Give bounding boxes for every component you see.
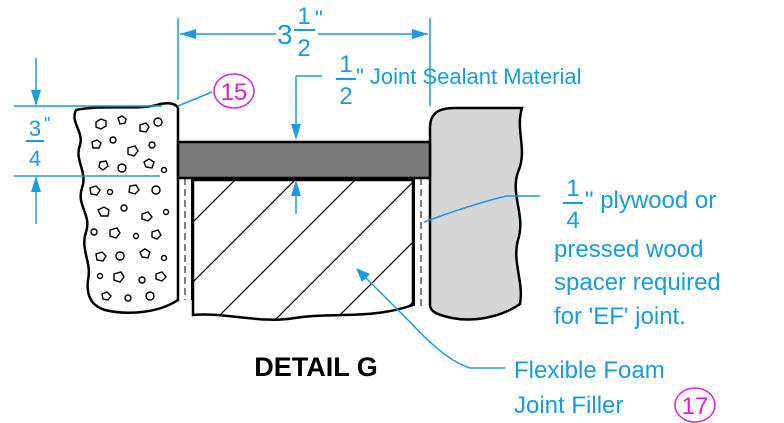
plywood-label-line: spacer required bbox=[554, 269, 721, 296]
callout-15-leader bbox=[177, 91, 213, 107]
callout-15-number: 15 bbox=[221, 79, 248, 106]
foam-label-line: Flexible Foam bbox=[514, 357, 665, 384]
right-spacer bbox=[413, 178, 422, 306]
depth-dim-denominator: 4 bbox=[29, 146, 41, 171]
foam-label-line: Joint Filler bbox=[514, 392, 623, 419]
depth-dim-unit: " bbox=[44, 114, 50, 134]
sealant-leader bbox=[291, 75, 322, 214]
plywood-label-line: pressed wood bbox=[554, 236, 703, 263]
foam-filler bbox=[191, 178, 415, 321]
sealant-label-denominator: 2 bbox=[339, 83, 352, 110]
concrete-wall bbox=[428, 106, 524, 321]
foam-leader bbox=[356, 268, 505, 369]
sealant-label-numerator: 1 bbox=[339, 51, 352, 78]
plywood-label-denominator: 4 bbox=[566, 207, 579, 234]
concrete-slab bbox=[73, 101, 180, 314]
plywood-label-line: for 'EF' joint. bbox=[554, 303, 686, 330]
plywood-leader bbox=[423, 195, 540, 223]
callout-17-circle bbox=[674, 387, 716, 423]
width-dim-numerator: 1 bbox=[297, 3, 310, 30]
width-dimension bbox=[177, 18, 431, 106]
left-spacer bbox=[184, 178, 193, 300]
depth-dim-numerator: 3 bbox=[29, 116, 41, 141]
depth-dimension bbox=[14, 58, 162, 224]
plywood-label-text: " plywood or bbox=[585, 187, 716, 214]
width-dim-unit: " bbox=[315, 6, 323, 31]
detail-title: DETAIL G bbox=[254, 352, 378, 382]
callout-15-circle bbox=[213, 73, 255, 109]
sealant-label-text: " Joint Sealant Material bbox=[356, 64, 581, 89]
aggregate-pattern bbox=[89, 115, 170, 302]
plywood-label-numerator: 1 bbox=[566, 175, 579, 202]
joint-sealant bbox=[176, 140, 432, 180]
width-dim-whole: 3 bbox=[277, 19, 293, 50]
width-dim-denominator: 2 bbox=[297, 35, 310, 62]
callout-17-number: 17 bbox=[682, 393, 709, 420]
